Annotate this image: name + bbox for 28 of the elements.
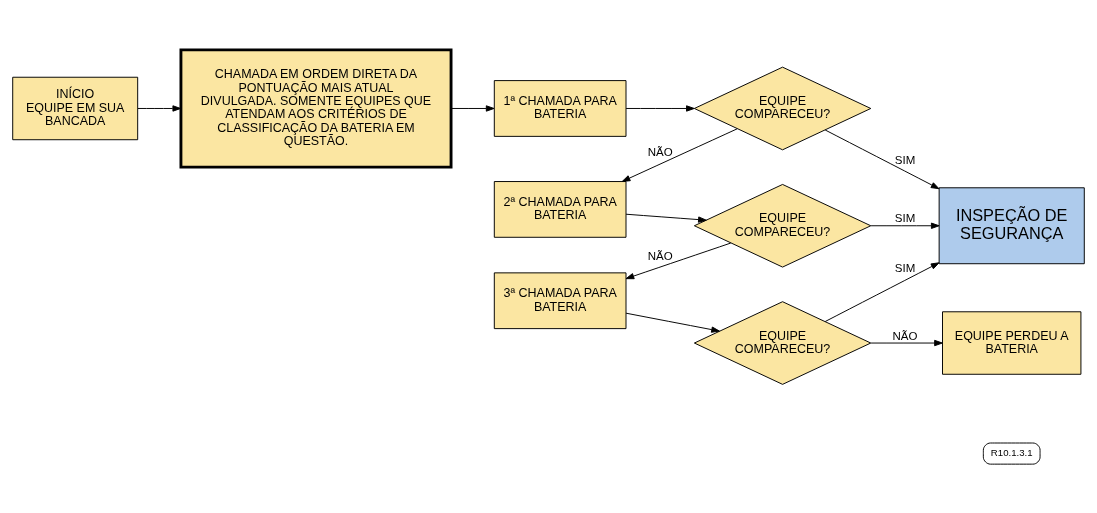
arrow: [137, 104, 182, 112]
node-box: R10.1.3.1: [982, 442, 1041, 465]
edge-label: NÃO: [647, 145, 673, 158]
node-box: INÍCIO EQUIPE EM SUA BANCADA: [12, 76, 139, 140]
edge-label: NÃO: [892, 329, 918, 342]
arrow: [625, 104, 695, 112]
node-box: CHAMADA EM ORDEM DIRETA DA PONTUAÇÃO MAIS ATUAL DIVULGADA. SOMENTE EQUIPES QUE ATENDAM AOS CRITÉRIOS DE CLASSIFICAÇÃO DA BATERIA EM QUESTÃO.: [179, 47, 453, 169]
node-box: 1ª CHAMADA PARA BATERIA: [493, 79, 627, 137]
arrow: [824, 129, 940, 189]
arrow: [824, 261, 940, 322]
node-diamond: EQUIPE COMPARECEU?: [693, 300, 872, 385]
arrow: [870, 339, 943, 346]
edge-label: SIM: [894, 211, 916, 224]
node-box: 3ª CHAMADA PARA BATERIA: [493, 271, 627, 329]
arrow: [625, 242, 732, 279]
node-box: EQUIPE PERDEU A BATERIA: [942, 310, 1082, 375]
arrow: [450, 104, 495, 112]
arrow: [625, 312, 720, 333]
node-box: INSPEÇÃO DE SEGURANÇA: [938, 186, 1085, 264]
node-box: 2ª CHAMADA PARA BATERIA: [493, 180, 627, 238]
arrow: [870, 222, 940, 229]
arrow: [625, 213, 707, 223]
node-diamond: EQUIPE COMPARECEU?: [693, 183, 872, 268]
arrow: [621, 127, 738, 182]
edge-label: NÃO: [647, 249, 673, 262]
node-diamond: EQUIPE COMPARECEU?: [693, 66, 872, 150]
edge-label: SIM: [894, 261, 916, 274]
edge-label: SIM: [894, 153, 916, 166]
